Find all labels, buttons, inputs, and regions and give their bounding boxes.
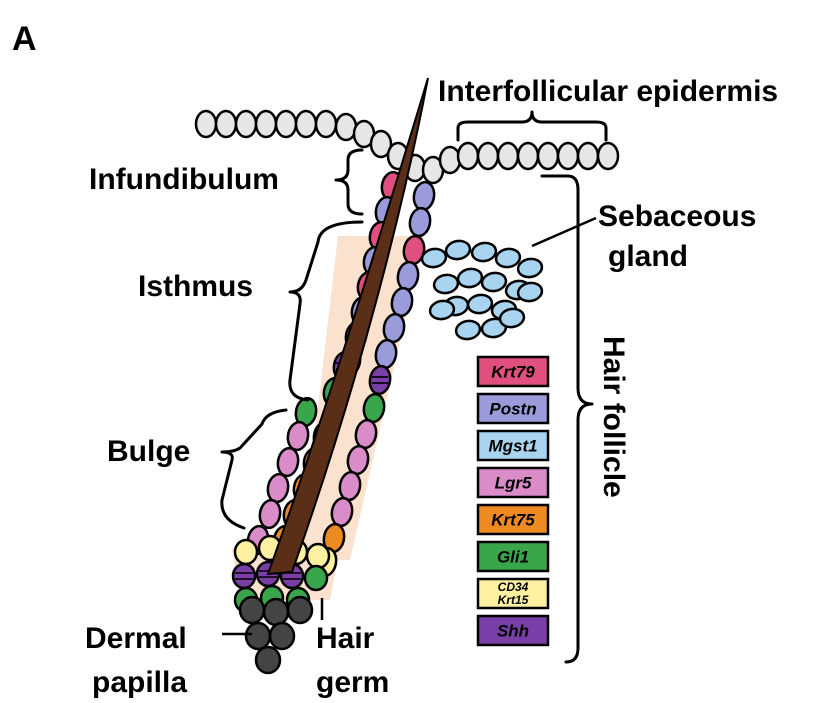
- epidermis-cell: [440, 147, 460, 173]
- epidermis-cell: [598, 143, 618, 169]
- legend-label: Gli1: [497, 548, 529, 567]
- sebaceous-leader-line: [532, 218, 596, 246]
- epidermis-cell: [538, 143, 558, 169]
- epidermis-cell: [316, 111, 336, 137]
- legend-label: Krt75: [491, 511, 535, 530]
- hair-germ-label-line2: germ: [316, 666, 389, 699]
- epidermis-cell: [196, 111, 216, 137]
- root-sheath-cell: [408, 206, 433, 237]
- dermal-papilla-label-line2: papilla: [92, 666, 187, 699]
- epidermis-cell: [478, 143, 498, 169]
- sebaceous-cell: [429, 299, 456, 321]
- hair-follicle-label: Hair follicle: [597, 336, 630, 498]
- isthmus-label: Isthmus: [138, 270, 253, 303]
- epidermis-cell: [256, 111, 276, 137]
- epidermis-cell: [558, 143, 578, 169]
- infundibulum-label: Infundibulum: [89, 163, 279, 196]
- hair-germ-cell: [307, 544, 329, 568]
- hair-follicle-brace: [542, 176, 592, 662]
- legend-label: Postn: [489, 400, 536, 419]
- hair-germ-cell: [233, 564, 255, 588]
- bulge-label: Bulge: [107, 435, 190, 468]
- dermal-papilla-cell: [256, 647, 280, 673]
- infundibulum-brace: [336, 150, 362, 214]
- root-sheath-cell: [258, 498, 283, 529]
- sebaceous-gland-label-line2: gland: [608, 240, 688, 273]
- sebaceous-cell: [433, 273, 460, 295]
- sebaceous-cell: [471, 241, 498, 263]
- epidermis-cell: [458, 143, 478, 169]
- dermal-papilla-label-line1: Dermal: [85, 622, 187, 655]
- sebaceous-cell: [517, 257, 544, 279]
- dermal-papilla-cell: [240, 597, 264, 623]
- dermal-papilla-cell: [246, 623, 270, 649]
- epidermis-cell: [276, 111, 296, 137]
- sebaceous-cell: [455, 319, 482, 341]
- legend-label: Mgst1: [488, 437, 537, 456]
- epidermis-cell: [296, 111, 316, 137]
- hair-germ-label-line1: Hair: [316, 622, 375, 655]
- epidermis-cell: [216, 111, 236, 137]
- epidermis-cell: [236, 111, 256, 137]
- sebaceous-cell: [445, 239, 472, 261]
- interfollicular-epidermis-brace: [458, 112, 606, 140]
- root-sheath-cell: [412, 180, 437, 211]
- hair-germ-cell: [235, 540, 257, 564]
- dermal-papilla-cell: [288, 597, 312, 623]
- sebaceous-cell: [481, 271, 508, 293]
- legend-label: Krt15: [498, 593, 529, 607]
- sebaceous-gland-cells: [421, 239, 544, 341]
- root-sheath-cell: [266, 472, 291, 503]
- legend-label: Shh: [497, 622, 529, 641]
- sebaceous-gland-label-line1: Sebaceous: [598, 200, 756, 233]
- legend-label: Lgr5: [495, 474, 532, 493]
- sebaceous-cell: [467, 293, 494, 315]
- dermal-papilla-cell: [270, 623, 294, 649]
- epidermis-cell: [578, 143, 598, 169]
- interfollicular-epidermis-label: Interfollicular epidermis: [438, 75, 778, 108]
- sebaceous-cell: [457, 267, 484, 289]
- epidermis-cell: [518, 143, 538, 169]
- hair-germ-cell: [305, 566, 327, 590]
- epidermis-cell: [498, 143, 518, 169]
- legend-label: Krt79: [491, 363, 535, 382]
- legend-label: CD34: [498, 580, 529, 594]
- panel-label: A: [12, 20, 37, 58]
- sebaceous-cell: [495, 247, 522, 269]
- dermal-papilla-cell: [264, 599, 288, 625]
